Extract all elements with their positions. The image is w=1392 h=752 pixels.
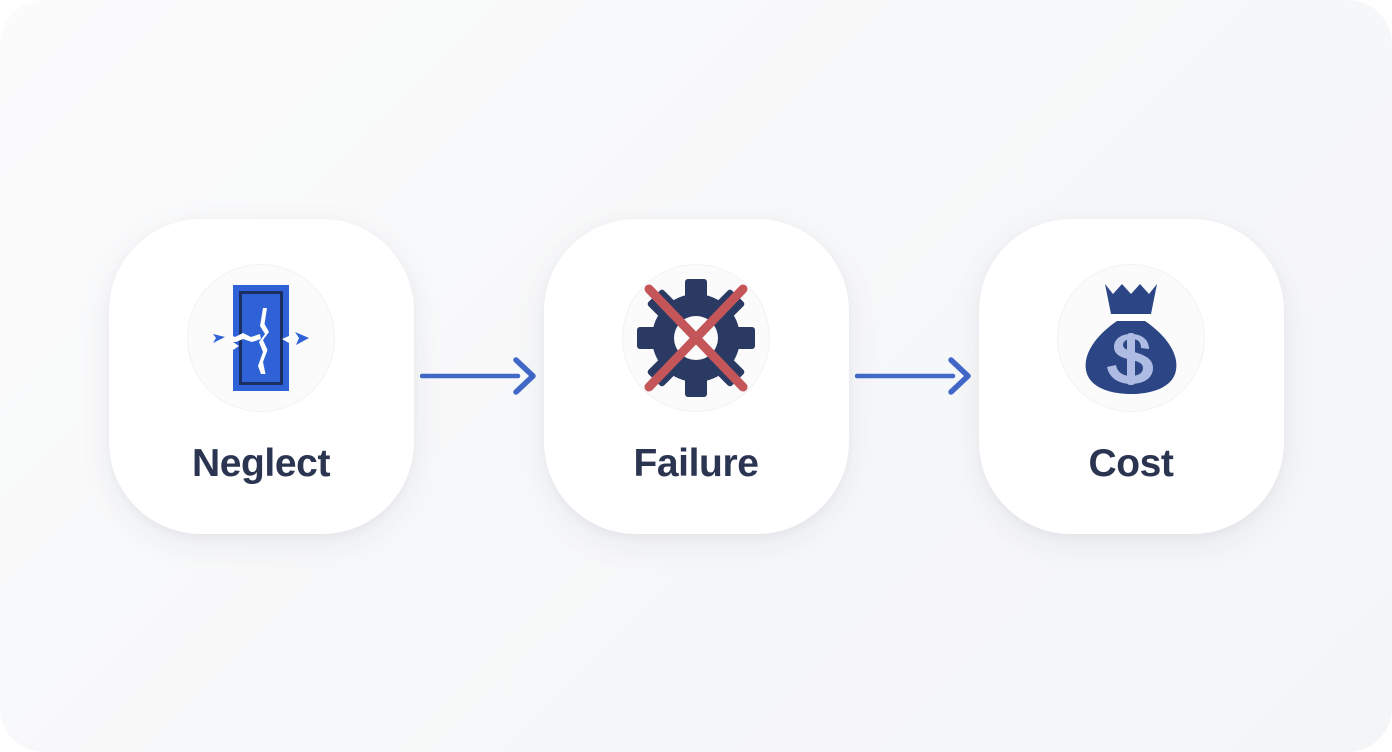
broken-door-icon — [213, 284, 309, 391]
flow-step-failure[interactable]: Failure — [543, 218, 849, 534]
flow-step-label-failure: Failure — [633, 441, 759, 485]
crossed-out-gear-icon — [637, 278, 755, 397]
icon-circle-failure — [622, 263, 770, 412]
arrow-right-icon — [854, 357, 971, 395]
flow-step-neglect[interactable]: Neglect — [108, 218, 414, 534]
icon-circle-cost — [1057, 263, 1205, 412]
flow-step-cost[interactable]: Cost — [978, 218, 1284, 534]
money-bag-icon — [1085, 283, 1177, 394]
arrow-right-icon — [419, 357, 536, 395]
flow-step-label-cost: Cost — [1088, 441, 1174, 485]
flow-connector-1 — [414, 350, 544, 402]
flow-step-label-neglect: Neglect — [191, 441, 331, 485]
icon-circle-neglect — [187, 263, 335, 412]
flow-connector-2 — [849, 350, 979, 402]
